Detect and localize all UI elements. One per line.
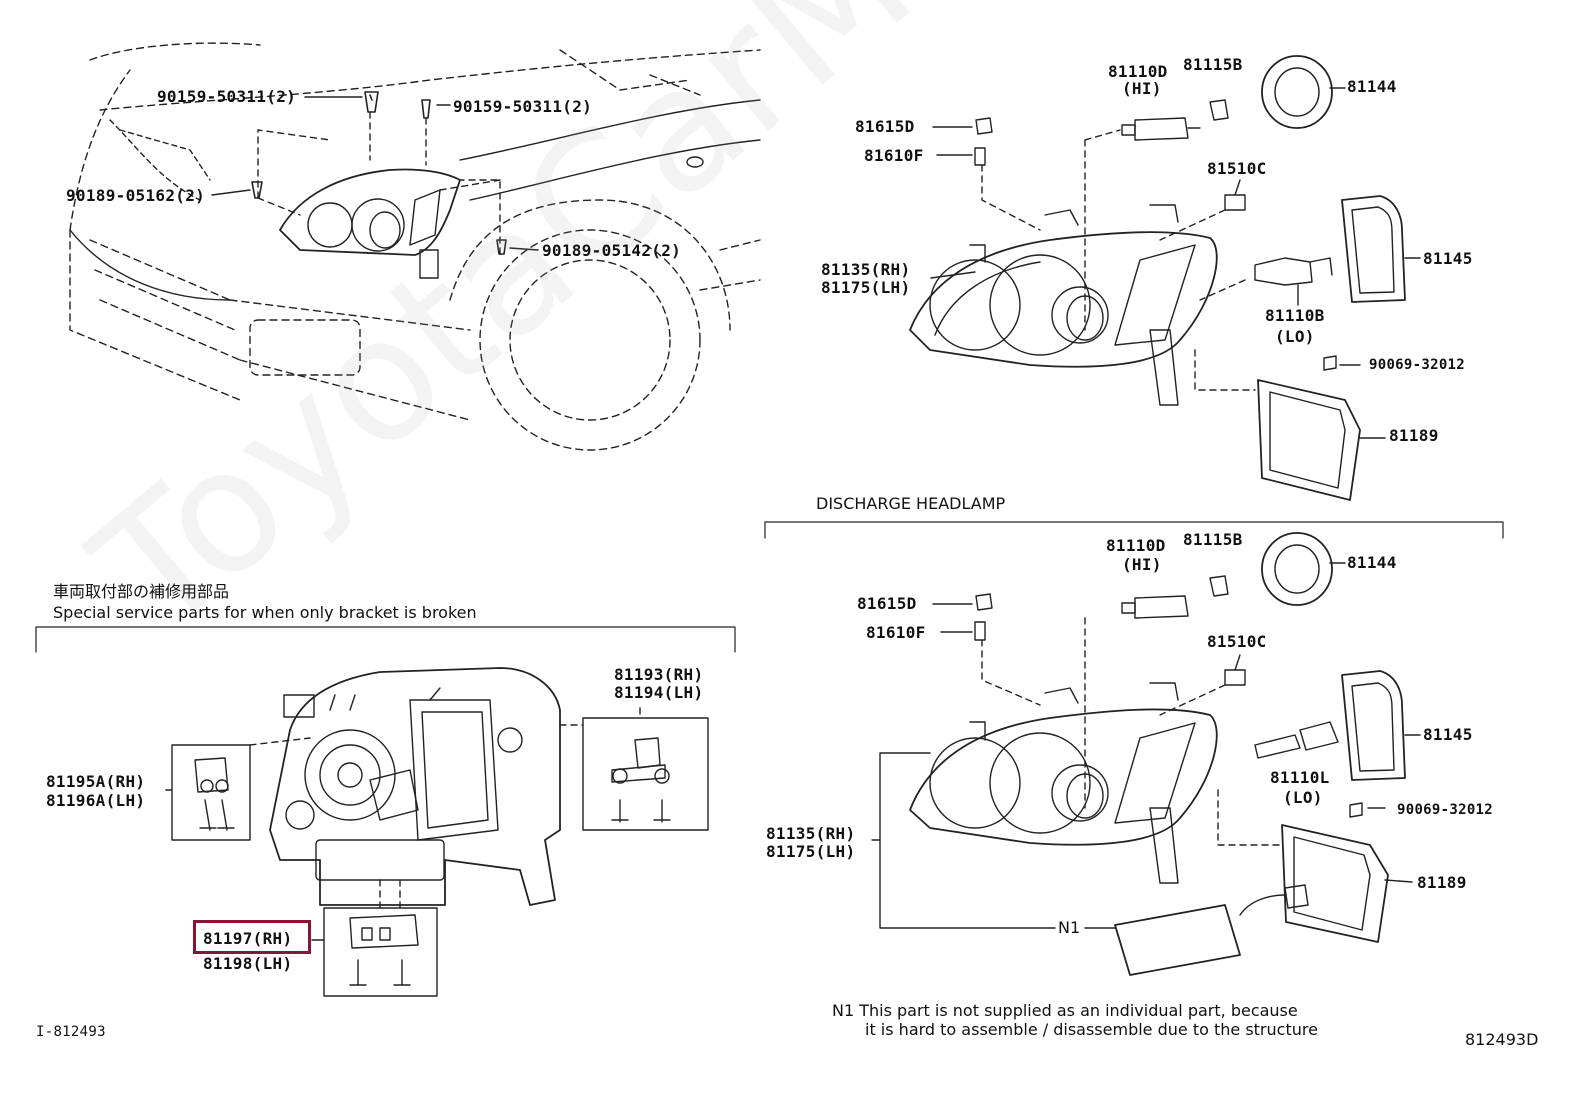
label-81196a-lh: 81196A(LH) (46, 791, 146, 810)
highlight-81197 (193, 920, 311, 954)
label-90069-32012: 90069-32012 (1369, 357, 1466, 373)
bracket-section-title-en: Special service parts for when only brac… (53, 603, 477, 622)
bracket-parts-drawing (35, 626, 736, 997)
box-81195a (171, 744, 251, 841)
label-discharge-81115b: 81115B (1183, 530, 1243, 549)
headlamp-exploded-drawing (909, 55, 1421, 501)
label-81135-rh: 81135(RH) (821, 260, 911, 279)
label-discharge-81610f: 81610F (866, 623, 926, 642)
label-81144: 81144 (1347, 77, 1397, 96)
label-discharge-hi: (HI) (1122, 555, 1162, 574)
label-81194-lh: 81194(LH) (614, 683, 704, 702)
footer-right-code: 812493D (1465, 1030, 1539, 1049)
label-81195a-rh: 81195A(RH) (46, 772, 146, 791)
label-81615d: 81615D (855, 117, 915, 136)
discharge-section-title: DISCHARGE HEADLAMP (816, 494, 1006, 513)
label-81145: 81145 (1423, 249, 1473, 268)
label-discharge-lo: (LO) (1283, 788, 1323, 807)
label-81110b: 81110B (1265, 306, 1325, 325)
footer-left-code: I-812493 (36, 1024, 106, 1040)
label-discharge-n1: N1 (1058, 918, 1081, 937)
car-front-drawing (69, 42, 761, 451)
label-90159-50311-right: 90159-50311(2) (453, 97, 593, 116)
label-81510c: 81510C (1207, 159, 1267, 178)
label-discharge-81189: 81189 (1417, 873, 1467, 892)
label-discharge-81110l: 81110L (1270, 768, 1330, 787)
label-81189: 81189 (1389, 426, 1439, 445)
label-90159-50311-left: 90159-50311(2) (157, 87, 297, 106)
label-discharge-81144: 81144 (1347, 553, 1397, 572)
label-lo: (LO) (1275, 327, 1315, 346)
label-90189-05162: 90189-05162(2) (66, 186, 206, 205)
box-81197 (323, 907, 438, 997)
label-discharge-81110d: 81110D (1106, 536, 1166, 555)
footnote-n1-line1: N1 This part is not supplied as an indiv… (832, 1001, 1298, 1020)
label-hi: (HI) (1122, 79, 1162, 98)
label-discharge-81175-lh: 81175(LH) (766, 842, 856, 861)
footnote-n1-line2: it is hard to assemble / disassemble due… (865, 1020, 1318, 1039)
label-81610f: 81610F (864, 146, 924, 165)
label-discharge-81615d: 81615D (857, 594, 917, 613)
label-81198-lh: 81198(LH) (203, 954, 293, 973)
label-81197-rh: 81197(RH) (203, 929, 293, 948)
box-81193 (582, 717, 709, 831)
bracket-section-title-jp: 車両取付部の補修用部品 (53, 582, 230, 601)
label-81110d: 81110D (1108, 62, 1168, 81)
discharge-headlamp-drawing (764, 521, 1504, 976)
label-discharge-90069-32012: 90069-32012 (1397, 802, 1494, 818)
label-discharge-81135-rh: 81135(RH) (766, 824, 856, 843)
label-discharge-81510c: 81510C (1207, 632, 1267, 651)
label-81115b: 81115B (1183, 55, 1243, 74)
label-discharge-81145: 81145 (1423, 725, 1473, 744)
label-81193-rh: 81193(RH) (614, 665, 704, 684)
label-81175-lh: 81175(LH) (821, 278, 911, 297)
label-90189-05142: 90189-05142(2) (542, 241, 682, 260)
